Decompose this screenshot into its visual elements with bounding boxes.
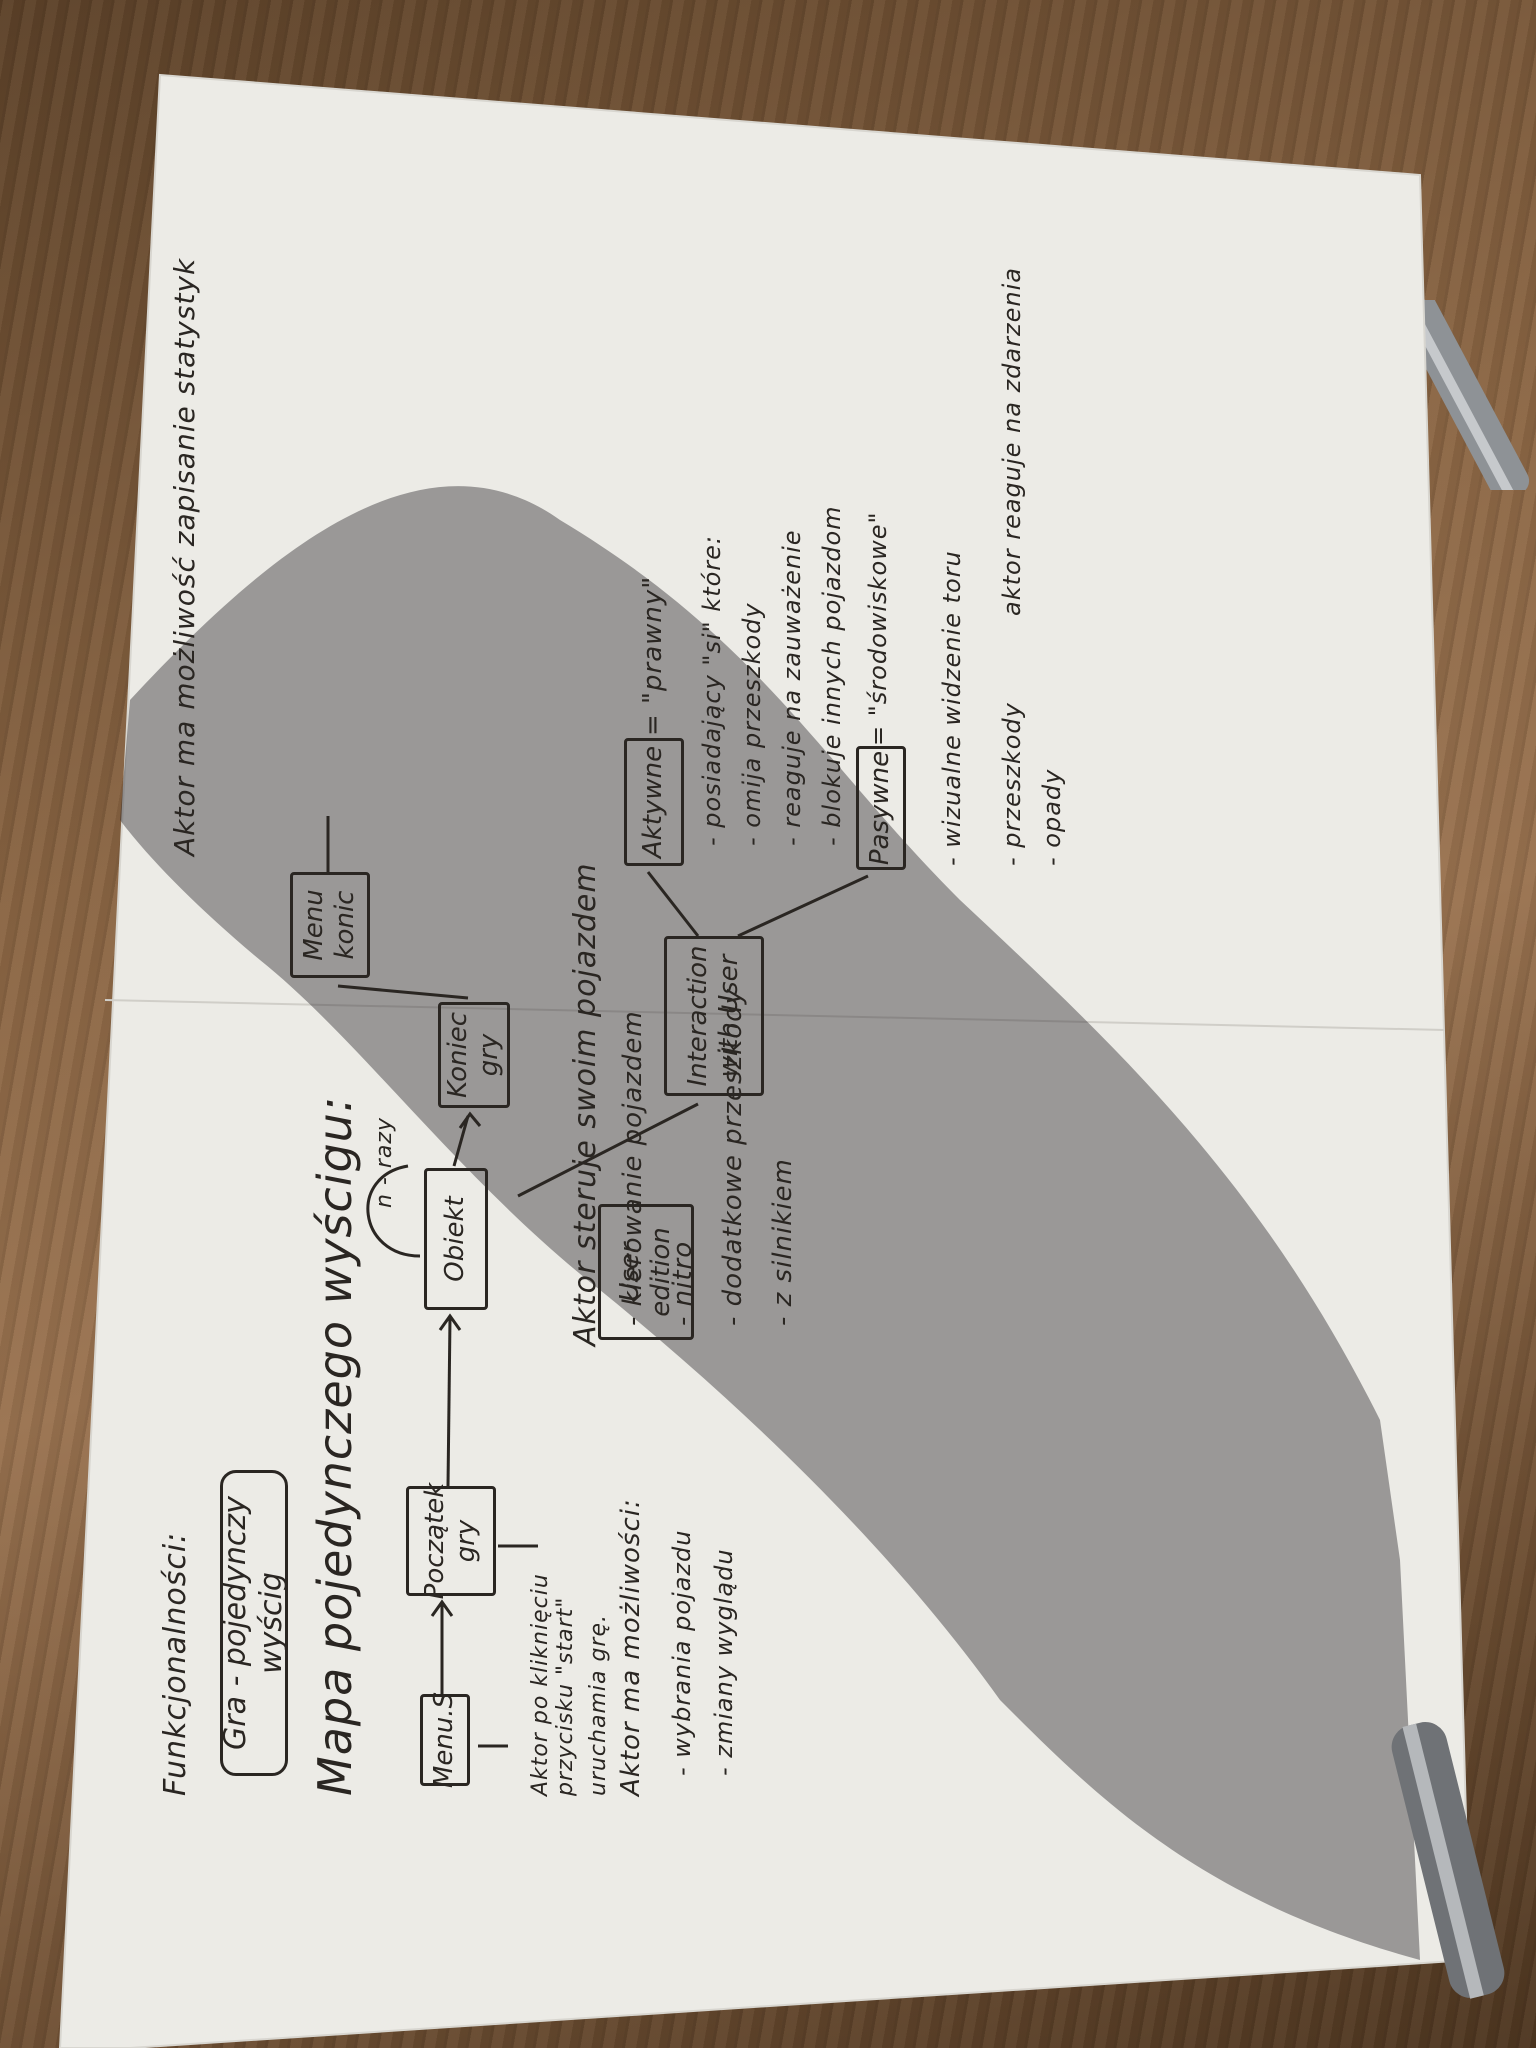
pen-top-right — [1420, 300, 1530, 490]
pen-bottom-right — [1391, 1722, 1505, 1999]
handwritten-notes: Funkcjonalności: Gra - pojedynczy wyścig… — [138, 176, 1318, 1816]
flow-arrows — [326, 816, 869, 1748]
